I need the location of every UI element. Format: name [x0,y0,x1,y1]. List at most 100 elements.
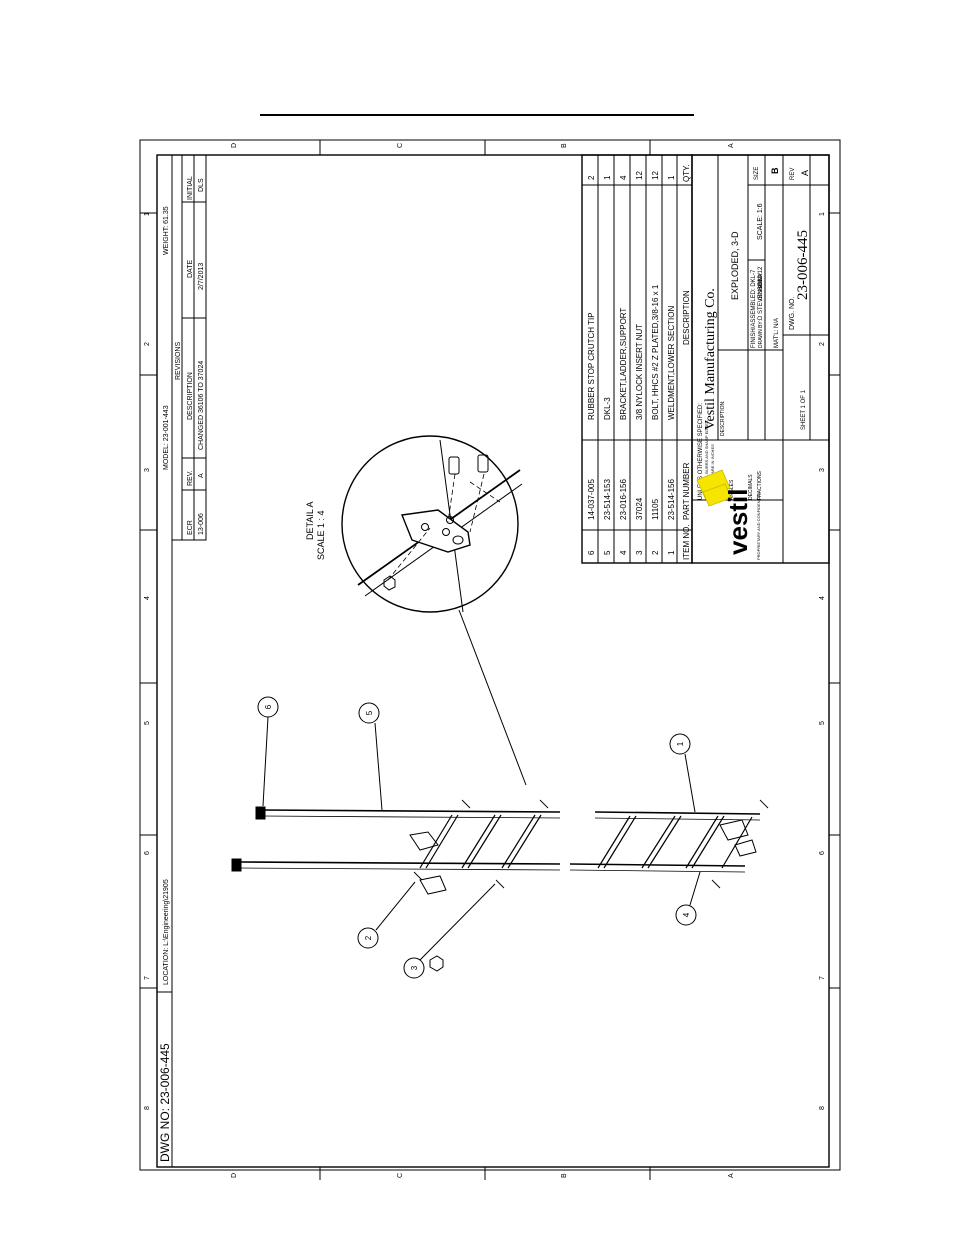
detail-circle [341,435,519,613]
sheet-label: SHEET 1 OF 1 [801,389,807,430]
description-value: EXPLODED, 3-D [730,231,740,300]
date-drawn: 08/10/12 [758,266,764,290]
rev-cell-date: 2/7/2013 [198,263,205,290]
balloons: 6 5 1 2 3 4 [257,696,701,979]
crutch-tip [231,858,242,872]
zone-number: 8 [819,1106,826,1110]
bom-cell-description: BRACKET,LADDER,SUPPORT [619,308,628,420]
zone-number: 1 [144,212,151,216]
zone-letter: C [397,143,404,148]
balloon-label: 1 [676,741,685,746]
zone-number: 5 [819,721,826,725]
zone-number: 3 [819,468,826,472]
ladder-rail [237,861,561,865]
inner-border [156,154,830,1168]
size-label: SIZE [754,167,760,180]
detail-hole [452,535,464,545]
bom-cell-item: 1 [667,550,676,555]
zone-letter: B [561,143,568,148]
zone-ticks [140,140,840,1180]
zone-number: 2 [819,342,826,346]
zone-number: 8 [144,1106,151,1110]
detail-nut [383,575,396,591]
drawn-name: D STEVENSON [758,277,764,320]
detail-hole [442,528,450,536]
size-value: B [770,167,780,174]
rev-cell-initial: DLS [198,178,205,192]
title-block-text: Vestil Manufacturing Co. DESCRIPTION: EX… [698,167,811,560]
logo-text: vestil [723,489,753,556]
ladder-assembly [231,799,769,895]
dwg-label: DWG. NO. [789,297,796,330]
bom-header-qty: QTY. [682,164,691,182]
bom-cell-part: 11105 [651,498,660,520]
balloon [669,733,691,755]
weight-label: WEIGHT: 61.35 [163,206,170,255]
fine-line: DIMENSIONS ARE IN INCHES [710,444,715,500]
bom-cell-description: 3/8 NYLOCK INSERT NUT [635,324,644,420]
tolerance-label: ANGLES [729,479,735,500]
detail-a-view: DETAIL A SCALE 1 : 4 [305,435,527,786]
scale-value: SCALE: 1:6 [757,203,764,240]
bom-cell-qty: 4 [619,175,628,180]
finish-label: FINISH/ASSEMBLED: DKL-7 [751,269,757,348]
revisions-title: REVISIONS [175,342,182,380]
zone-letters-top: D C B A [231,143,735,148]
fine-line: REMOVE ALL BURRS AND SHARP EDGES [704,420,709,500]
bom-header-part: PART NUMBER [682,462,691,520]
zone-numbers-left: 8 7 6 5 4 3 2 1 [144,212,151,1110]
tolerance-label: DECIMALS [748,474,754,500]
zone-number: 2 [144,342,151,346]
detail-title: DETAIL A [305,501,315,540]
balloon [403,957,425,979]
bom-cell-description: RUBBER STOP CRUTCH TIP [587,312,596,420]
detail-bolt [477,454,489,473]
ladder-rungs [419,814,753,869]
bom-cell-item: 2 [651,550,660,555]
bom-cell-qty: 1 [603,175,612,180]
bom-cell-part: 23-514-156 [667,479,676,520]
bom-cell-item: 5 [603,550,612,555]
bom-cell-description: WELDMENT,LOWER SECTION [667,306,676,420]
zone-letter: A [728,143,735,148]
vestil-logo: vestil [696,469,753,556]
rev-cell-rev: A [198,473,205,478]
matl-label: MAT'L: N/A [774,318,780,348]
balloon-label: 3 [410,965,419,970]
rev-header-ecr: ECR [187,520,194,535]
tolerance-label: FRACTIONS [757,470,763,500]
designer-label: DESIGNER: [758,272,764,300]
ladder-rail [261,809,561,813]
ladder-rail [261,815,561,819]
bom-cell-qty: 1 [667,175,676,180]
zone-letter: B [561,1173,568,1178]
balloon-label: 6 [264,704,273,709]
drawn-by-label: DRAWN BY: [758,320,764,348]
bom-cell-part: 14-037-005 [587,479,596,520]
ladder-bolts [413,799,769,889]
bom-cell-item: 3 [635,550,644,555]
label-strip: DWG NO: 23-006-445 LOCATION: L:\Engineer… [157,155,173,1167]
rev-value: A [800,170,810,176]
zone-number: 5 [144,721,151,725]
bom-cell-description: DKL-3 [603,397,612,420]
zone-letter: A [728,1173,735,1178]
title-block [691,154,830,564]
ladder-rail [594,811,761,815]
zone-letters-bottom: D C B A [231,1173,735,1178]
bom-header-item: ITEM NO. [682,524,691,560]
dwg-number: 23-006-445 [795,230,811,300]
dwg-no-label: DWG NO: 23-006-445 [158,1043,172,1162]
unless-label: UNLESS OTHERWISE SPECIFIED: [698,403,704,500]
zone-number: 7 [144,976,151,980]
ladder-rail [237,867,561,871]
bom-cell-qty: 2 [587,175,596,180]
detail-hole [421,523,429,531]
rev-header-initial: INITIAL [187,176,194,200]
description-label: DESCRIPTION: [720,400,726,436]
balloon [358,702,380,724]
bom-text: ITEM NO. PART NUMBER DESCRIPTION QTY. [682,164,691,560]
outer-border [139,139,841,1171]
